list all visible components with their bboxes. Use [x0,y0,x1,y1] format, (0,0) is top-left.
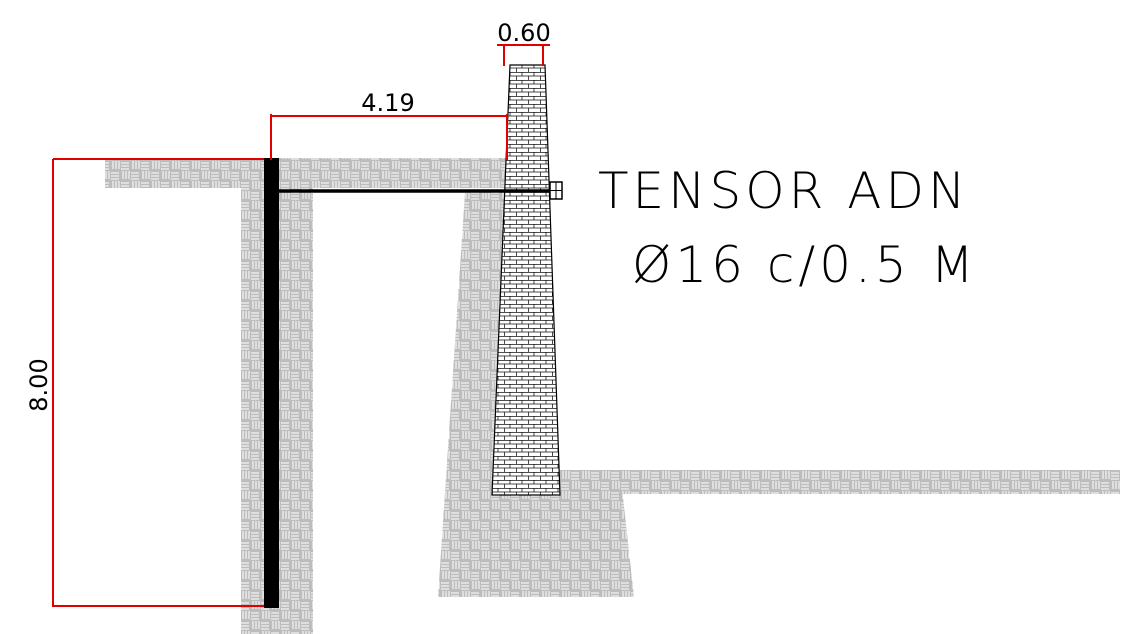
dimension-lines [52,44,550,607]
lower-ground-strip [548,470,1120,494]
depth-dimension: 8.00 [25,358,53,411]
sheet-pile [264,158,279,608]
crest-width-dimension: 0.60 [497,19,550,47]
anchor-plate [549,181,563,200]
upper-ground-strip [105,158,512,188]
tie-length-dimension: 4.19 [361,89,414,117]
masonry-wall [491,64,561,496]
tie-rod-label: TENSOR ADN [598,162,969,220]
wall-foundation-backfill [438,190,634,597]
tie-rod-spec: Ø16 c/0.5 M [632,236,978,294]
